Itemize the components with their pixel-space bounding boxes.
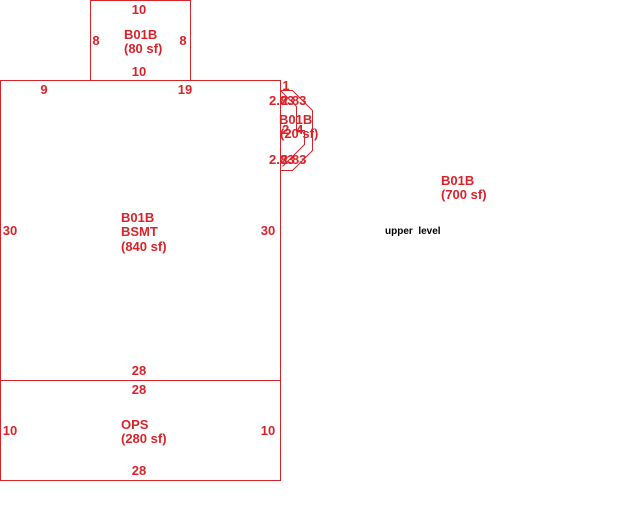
- top-room-dim-top: 10: [132, 2, 146, 17]
- ops-dim-left: 10: [3, 423, 17, 438]
- bay-dim-side: 2: [282, 122, 289, 137]
- bay-dim-top: 1: [282, 78, 289, 93]
- ops-dim-right: 10: [261, 423, 275, 438]
- ops-outline: [0, 380, 281, 481]
- ops-name: OPS: [121, 417, 149, 432]
- basement-name: B01B: [121, 210, 154, 225]
- basement-dim-left: 30: [3, 223, 17, 238]
- bay-dim-front: 4: [296, 122, 304, 137]
- upper-area: (700 sf): [441, 187, 487, 202]
- top-room-name: B01B: [124, 27, 157, 42]
- top-room-dim-bottom: 10: [132, 64, 146, 79]
- ops-area: (280 sf): [121, 431, 167, 446]
- bay-outline-outer: [280, 90, 313, 171]
- basement-dim-top-right: 19: [178, 82, 192, 97]
- upper-name: B01B: [441, 173, 474, 188]
- bay-area: (20 sf): [280, 126, 318, 141]
- bay-dim-upper-diag-b: 2.83: [281, 93, 306, 108]
- ops-dim-top: 28: [132, 382, 146, 397]
- basement-dim-right: 30: [261, 223, 275, 238]
- bay-dim-upper-diag-a: 2.83: [269, 93, 294, 108]
- bay-dim-lower-diag-a: 2.83: [269, 152, 294, 167]
- basement-sub: BSMT: [121, 224, 158, 239]
- basement-dim-top-left: 9: [40, 82, 47, 97]
- ops-dim-bottom: 28: [132, 463, 146, 478]
- bay-name: B01B: [279, 112, 312, 127]
- bay-outline-inner: [280, 90, 305, 167]
- top-room-dim-left: 8: [92, 33, 99, 48]
- basement-dim-bottom: 28: [132, 363, 146, 378]
- basement-area: (840 sf): [121, 239, 167, 254]
- top-room-area: (80 sf): [124, 41, 162, 56]
- upper-level-note: upper level: [385, 226, 441, 237]
- bay-dim-lower-diag-b: 2.83: [281, 152, 306, 167]
- top-room-dim-right: 8: [179, 33, 186, 48]
